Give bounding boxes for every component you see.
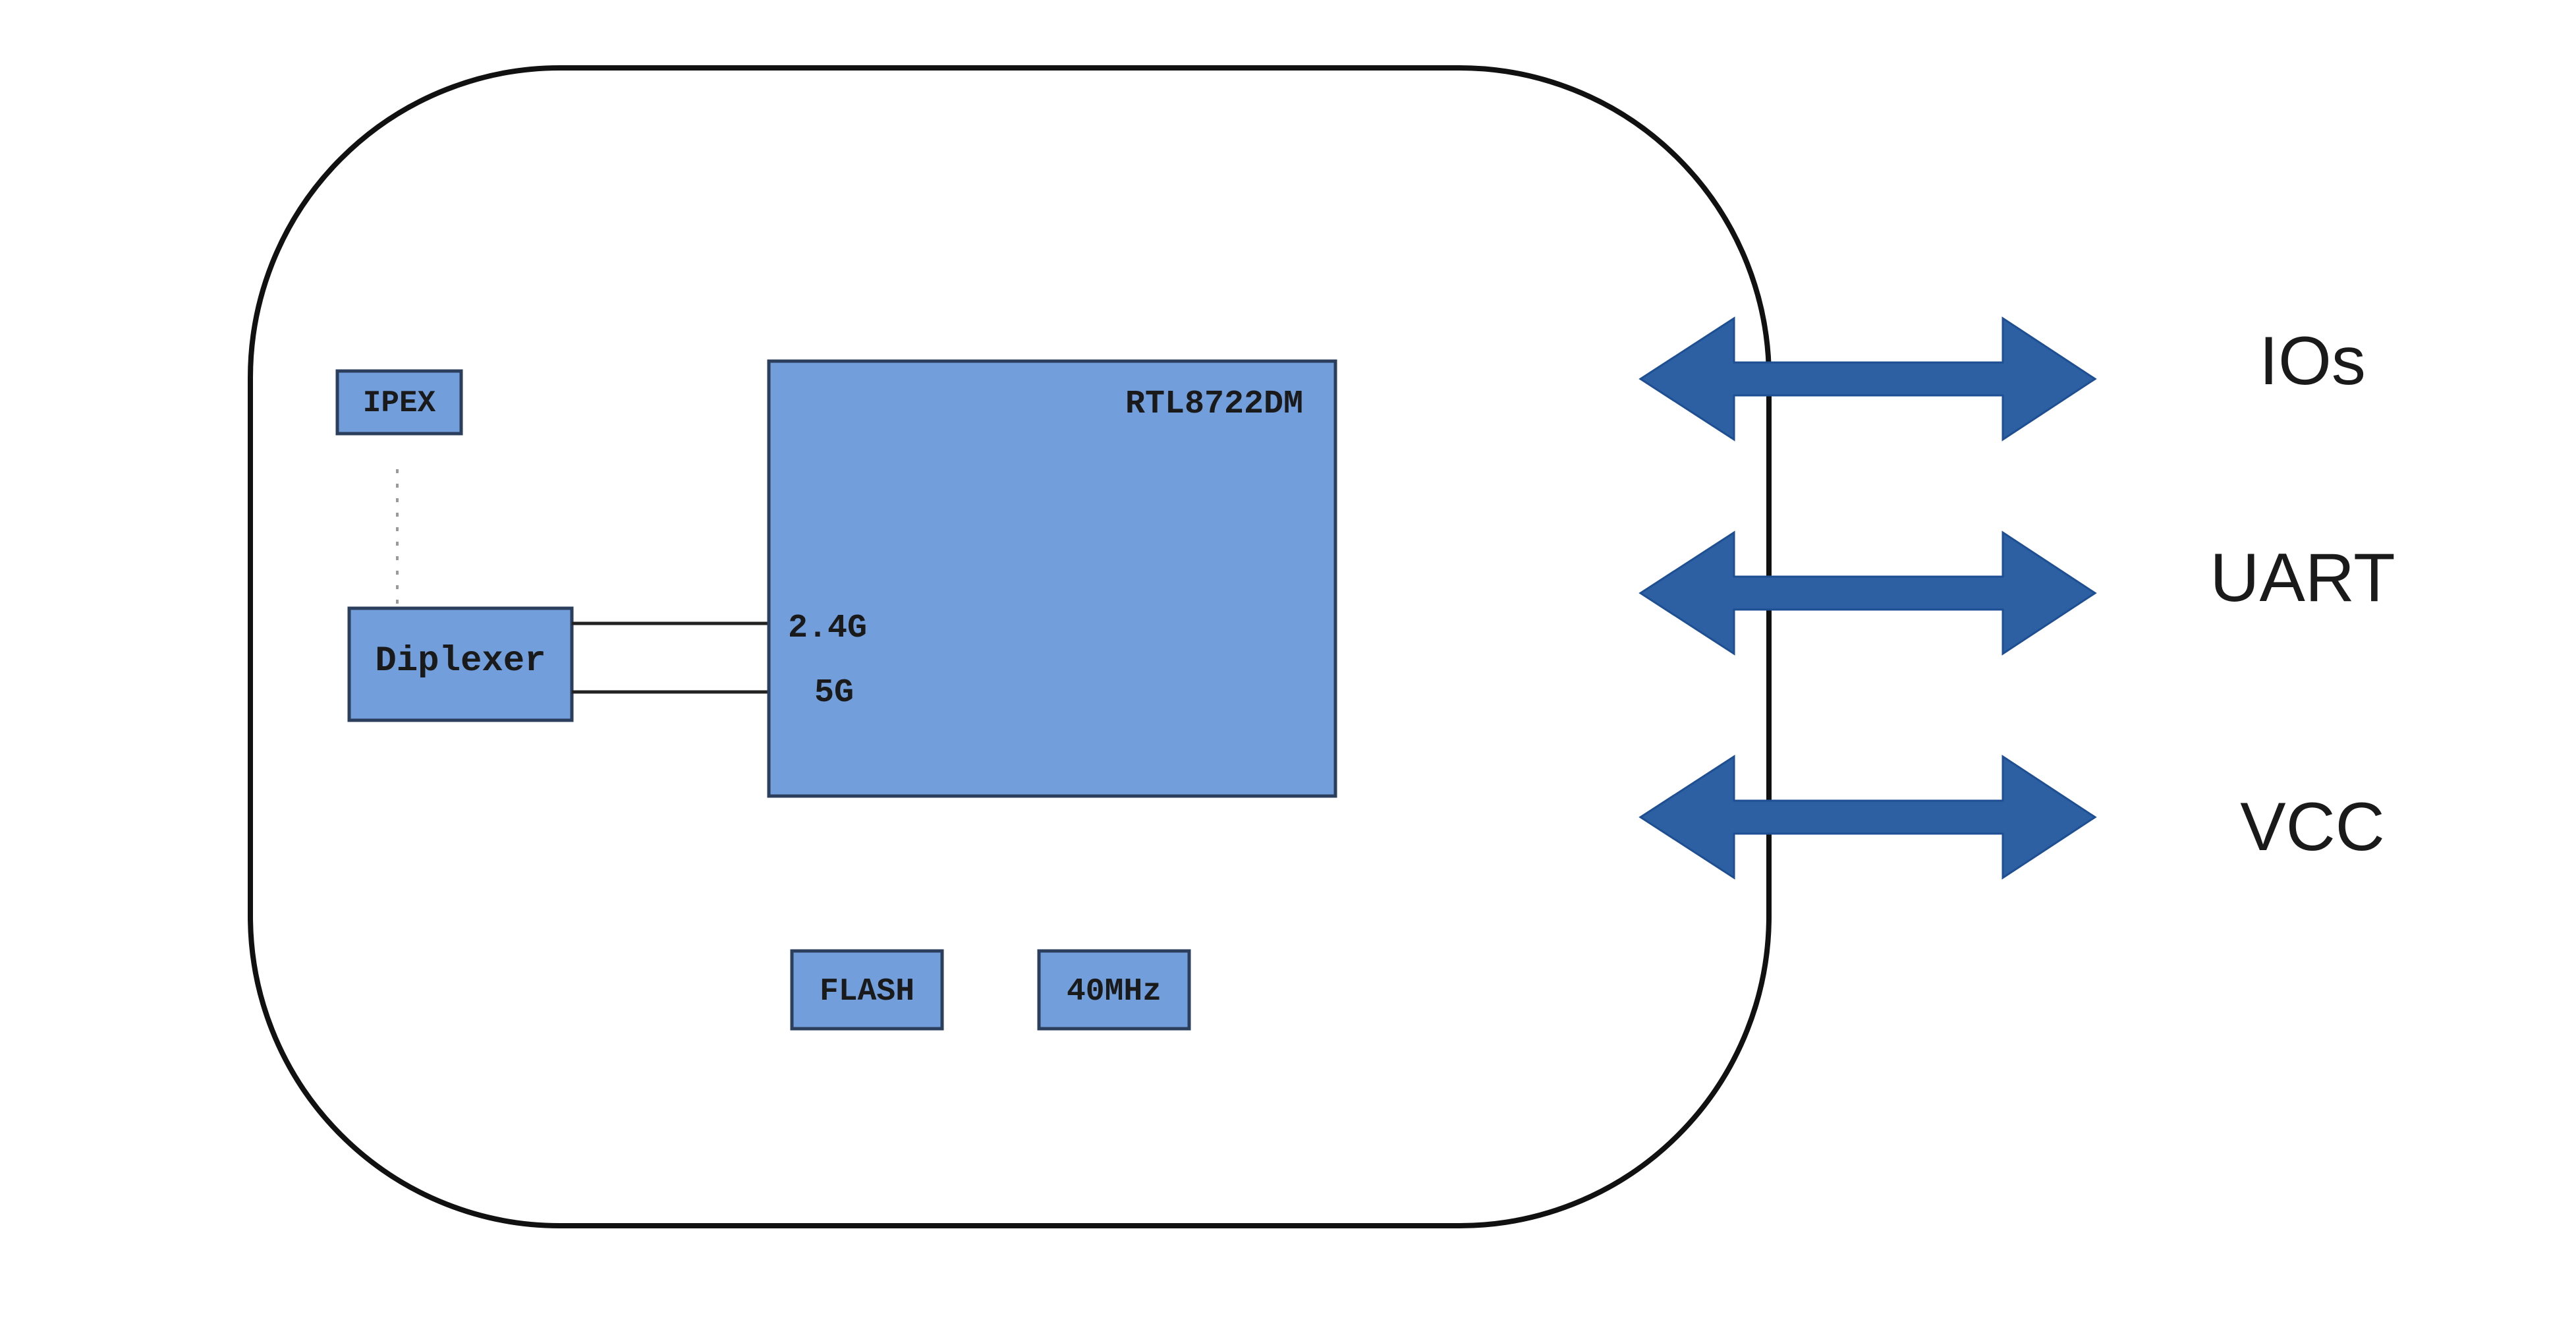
interface-vcc: VCC bbox=[1638, 755, 2385, 880]
diplexer: Diplexer bbox=[347, 606, 574, 722]
interface-ios: IOs bbox=[1638, 316, 2366, 442]
flash-box bbox=[790, 949, 944, 1031]
ipex-box bbox=[335, 369, 463, 436]
ipex-connector: IPEX bbox=[335, 369, 463, 436]
double-arrow-icon bbox=[1638, 755, 2097, 880]
interface-label-vcc: VCC bbox=[2240, 789, 2385, 865]
flash-chip: FLASH bbox=[790, 949, 944, 1031]
crystal: 40MHz bbox=[1037, 949, 1191, 1031]
double-arrow-icon bbox=[1638, 530, 2097, 656]
diplexer-label: Diplexer bbox=[375, 641, 546, 681]
diplexer-box bbox=[347, 606, 574, 722]
flash-label: FLASH bbox=[820, 974, 914, 1010]
crystal-label: 40MHz bbox=[1067, 974, 1162, 1010]
double-arrow-icon bbox=[1638, 316, 2097, 442]
ipex-label: IPEX bbox=[363, 386, 436, 420]
interface-uart: UART bbox=[1638, 530, 2395, 656]
interface-label-uart: UART bbox=[2210, 540, 2395, 616]
interface-label-ios: IOs bbox=[2259, 323, 2366, 399]
soc-band-2g4: 2.4G bbox=[788, 610, 867, 647]
soc-box bbox=[767, 359, 1337, 798]
soc-band-5g: 5G bbox=[814, 674, 854, 712]
crystal-box bbox=[1037, 949, 1191, 1031]
soc-chip: RTL8722DM 2.4G 5G bbox=[767, 359, 1337, 798]
soc-name: RTL8722DM bbox=[1125, 386, 1303, 423]
